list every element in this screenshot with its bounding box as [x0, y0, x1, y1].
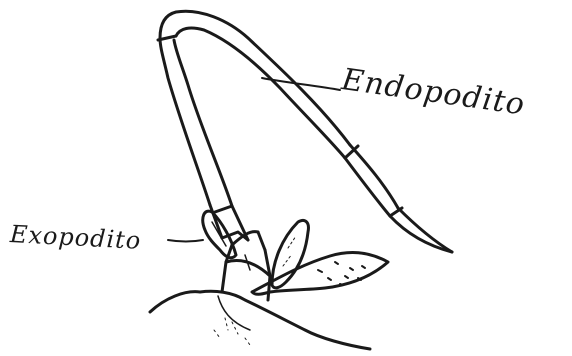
protopodite — [222, 232, 270, 300]
exopodite-leader-line — [168, 240, 203, 242]
body-base — [150, 291, 370, 349]
